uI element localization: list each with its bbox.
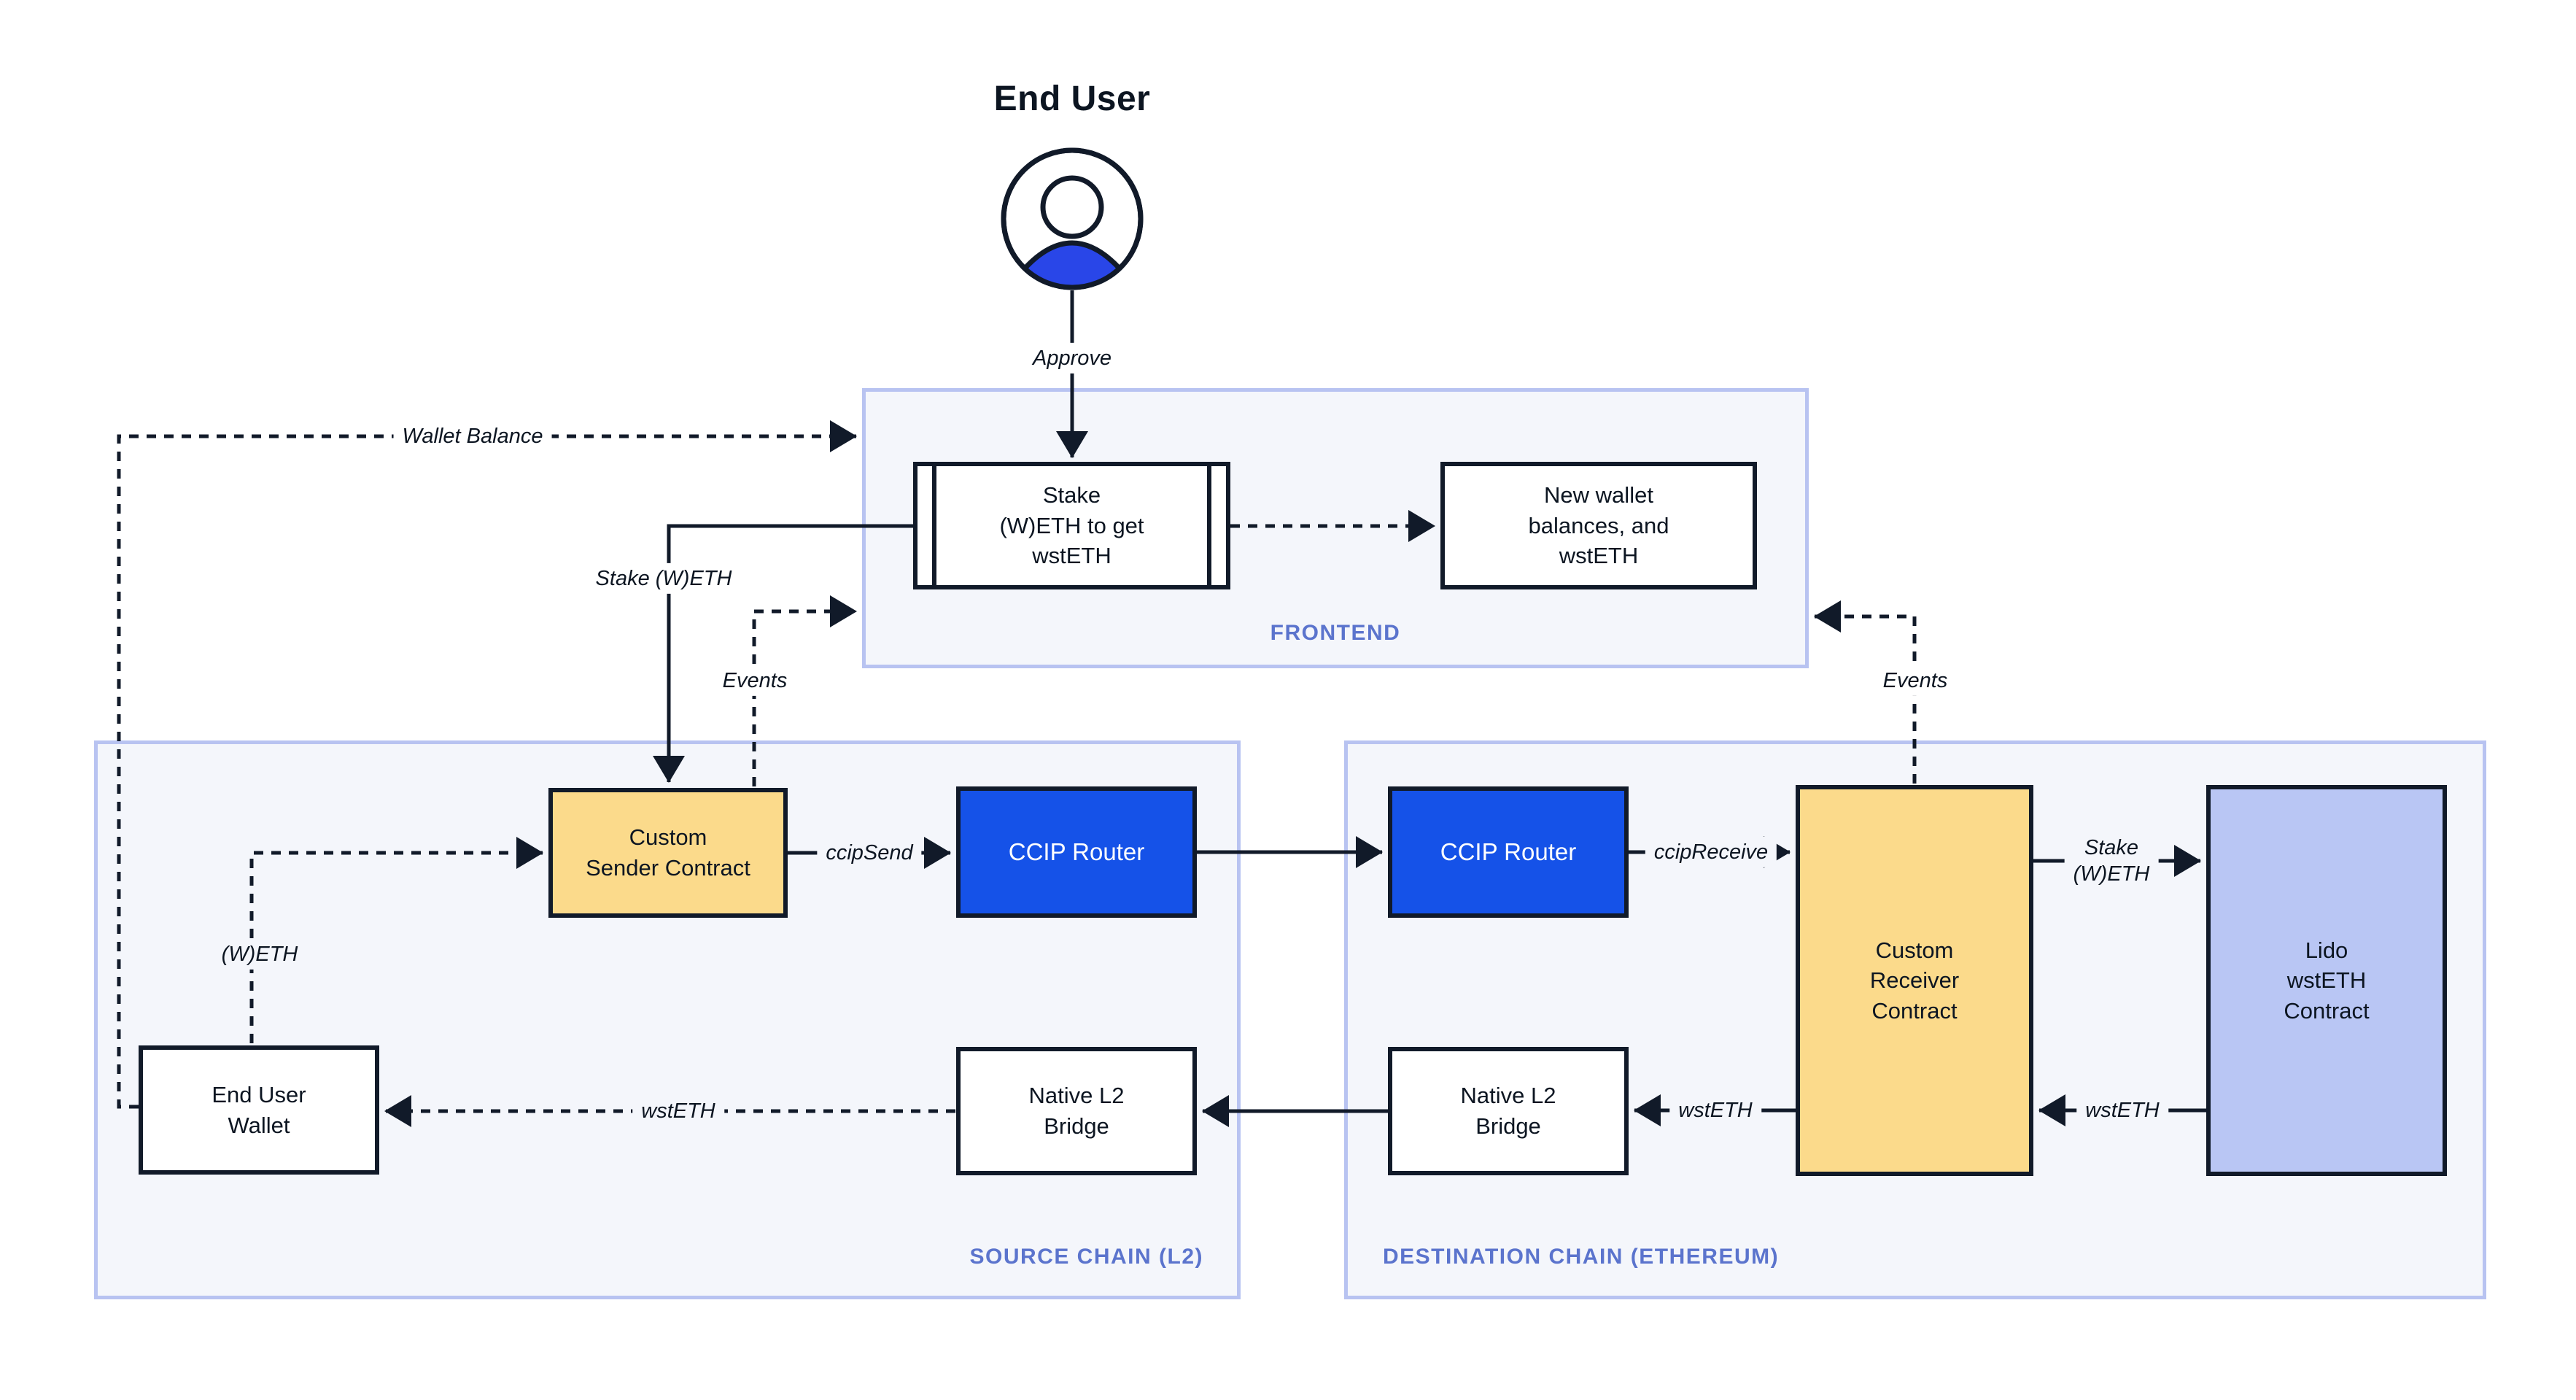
edge-label-wsteth-to-bridge: wstETH [1669, 1094, 1761, 1126]
lido-wsteth-node: Lido wstETH Contract [2206, 785, 2447, 1176]
edge-label-approve: Approve [1023, 342, 1121, 374]
lido-wsteth-node-label: Lido wstETH Contract [2284, 937, 2370, 1024]
native-l2-bridge-source-node: Native L2 Bridge [956, 1047, 1197, 1175]
edge-label-stake-weth-dest: Stake (W)ETH [2064, 832, 2159, 890]
edge-label-wsteth-to-wallet: wstETH [632, 1095, 724, 1127]
destination-chain-section-label: DESTINATION CHAIN (ETHEREUM) [1383, 1245, 1780, 1269]
ccip-router-source-node: CCIP Router [956, 786, 1197, 918]
edge-wallet-balance [117, 420, 857, 1109]
native-l2-bridge-dest-node: Native L2 Bridge [1388, 1047, 1629, 1175]
native-l2-bridge-dest-node-label: Native L2 Bridge [1460, 1083, 1556, 1139]
edge-label-weth: (W)ETH [212, 938, 307, 970]
edge-label-events-right: Events [1874, 665, 1957, 697]
edge-stake-weth [653, 524, 913, 783]
frontend-section-label: FRONTEND [1270, 621, 1401, 645]
ccip-router-dest-node-label: CCIP Router [1440, 838, 1577, 865]
edge-events-right [1814, 600, 1917, 784]
new-wallet-node: New wallet balances, and wstETH [1440, 462, 1757, 589]
edge-label-ccip-send: ccipSend [817, 837, 922, 869]
end-user-wallet-node: End User Wallet [139, 1045, 379, 1175]
new-wallet-node-label: New wallet balances, and wstETH [1528, 482, 1669, 569]
edge-events-left [752, 595, 857, 786]
end-user-icon [1001, 147, 1144, 290]
edge-label-ccip-receive: ccipReceive [1645, 836, 1777, 868]
stake-weth-node: Stake (W)ETH to get wstETH [913, 462, 1230, 589]
edge-label-stake-weth: Stake (W)ETH [586, 562, 741, 595]
end-user-label: End User [993, 80, 1151, 118]
ccip-router-source-node-label: CCIP Router [1008, 838, 1145, 865]
native-l2-bridge-source-node-label: Native L2 Bridge [1028, 1083, 1125, 1139]
end-user-wallet-node-label: End User Wallet [212, 1081, 306, 1138]
edge-label-events-left: Events [713, 665, 796, 697]
custom-receiver-node: Custom Receiver Contract [1796, 785, 2033, 1176]
edge-label-wsteth-to-receiver: wstETH [2076, 1094, 2168, 1126]
ccip-router-dest-node: CCIP Router [1388, 786, 1629, 918]
custom-sender-node: Custom Sender Contract [548, 788, 788, 918]
edge-label-wallet-balance: Wallet Balance [393, 420, 552, 452]
custom-sender-node-label: Custom Sender Contract [586, 824, 750, 881]
stake-weth-node-label: Stake (W)ETH to get wstETH [999, 482, 1144, 569]
source-chain-section-label: SOURCE CHAIN (L2) [969, 1245, 1203, 1269]
custom-receiver-node-label: Custom Receiver Contract [1869, 937, 1960, 1024]
